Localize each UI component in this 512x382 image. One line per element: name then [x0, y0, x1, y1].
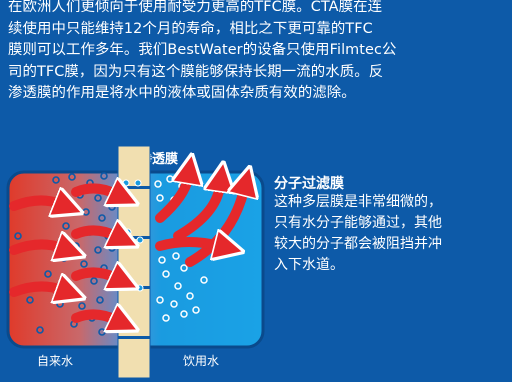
filter-membrane-description: 这种多层膜是非常细微的， 只有水分子能够通过，其他 较大的分子都会被阻挡并冲 入… [274, 194, 442, 273]
intro-paragraph: 在欧洲人们更倾向于使用耐受力更高的TFC膜。CTA膜在连 续使用中只能维持12个… [8, 0, 397, 101]
drinking-water-label: 饮用水 [183, 354, 220, 368]
filter-membrane-title: 分子过滤膜 [274, 176, 344, 192]
membrane-column [117, 145, 151, 379]
flow-arrows [9, 178, 244, 320]
tap-water-label: 自来水 [37, 354, 74, 368]
